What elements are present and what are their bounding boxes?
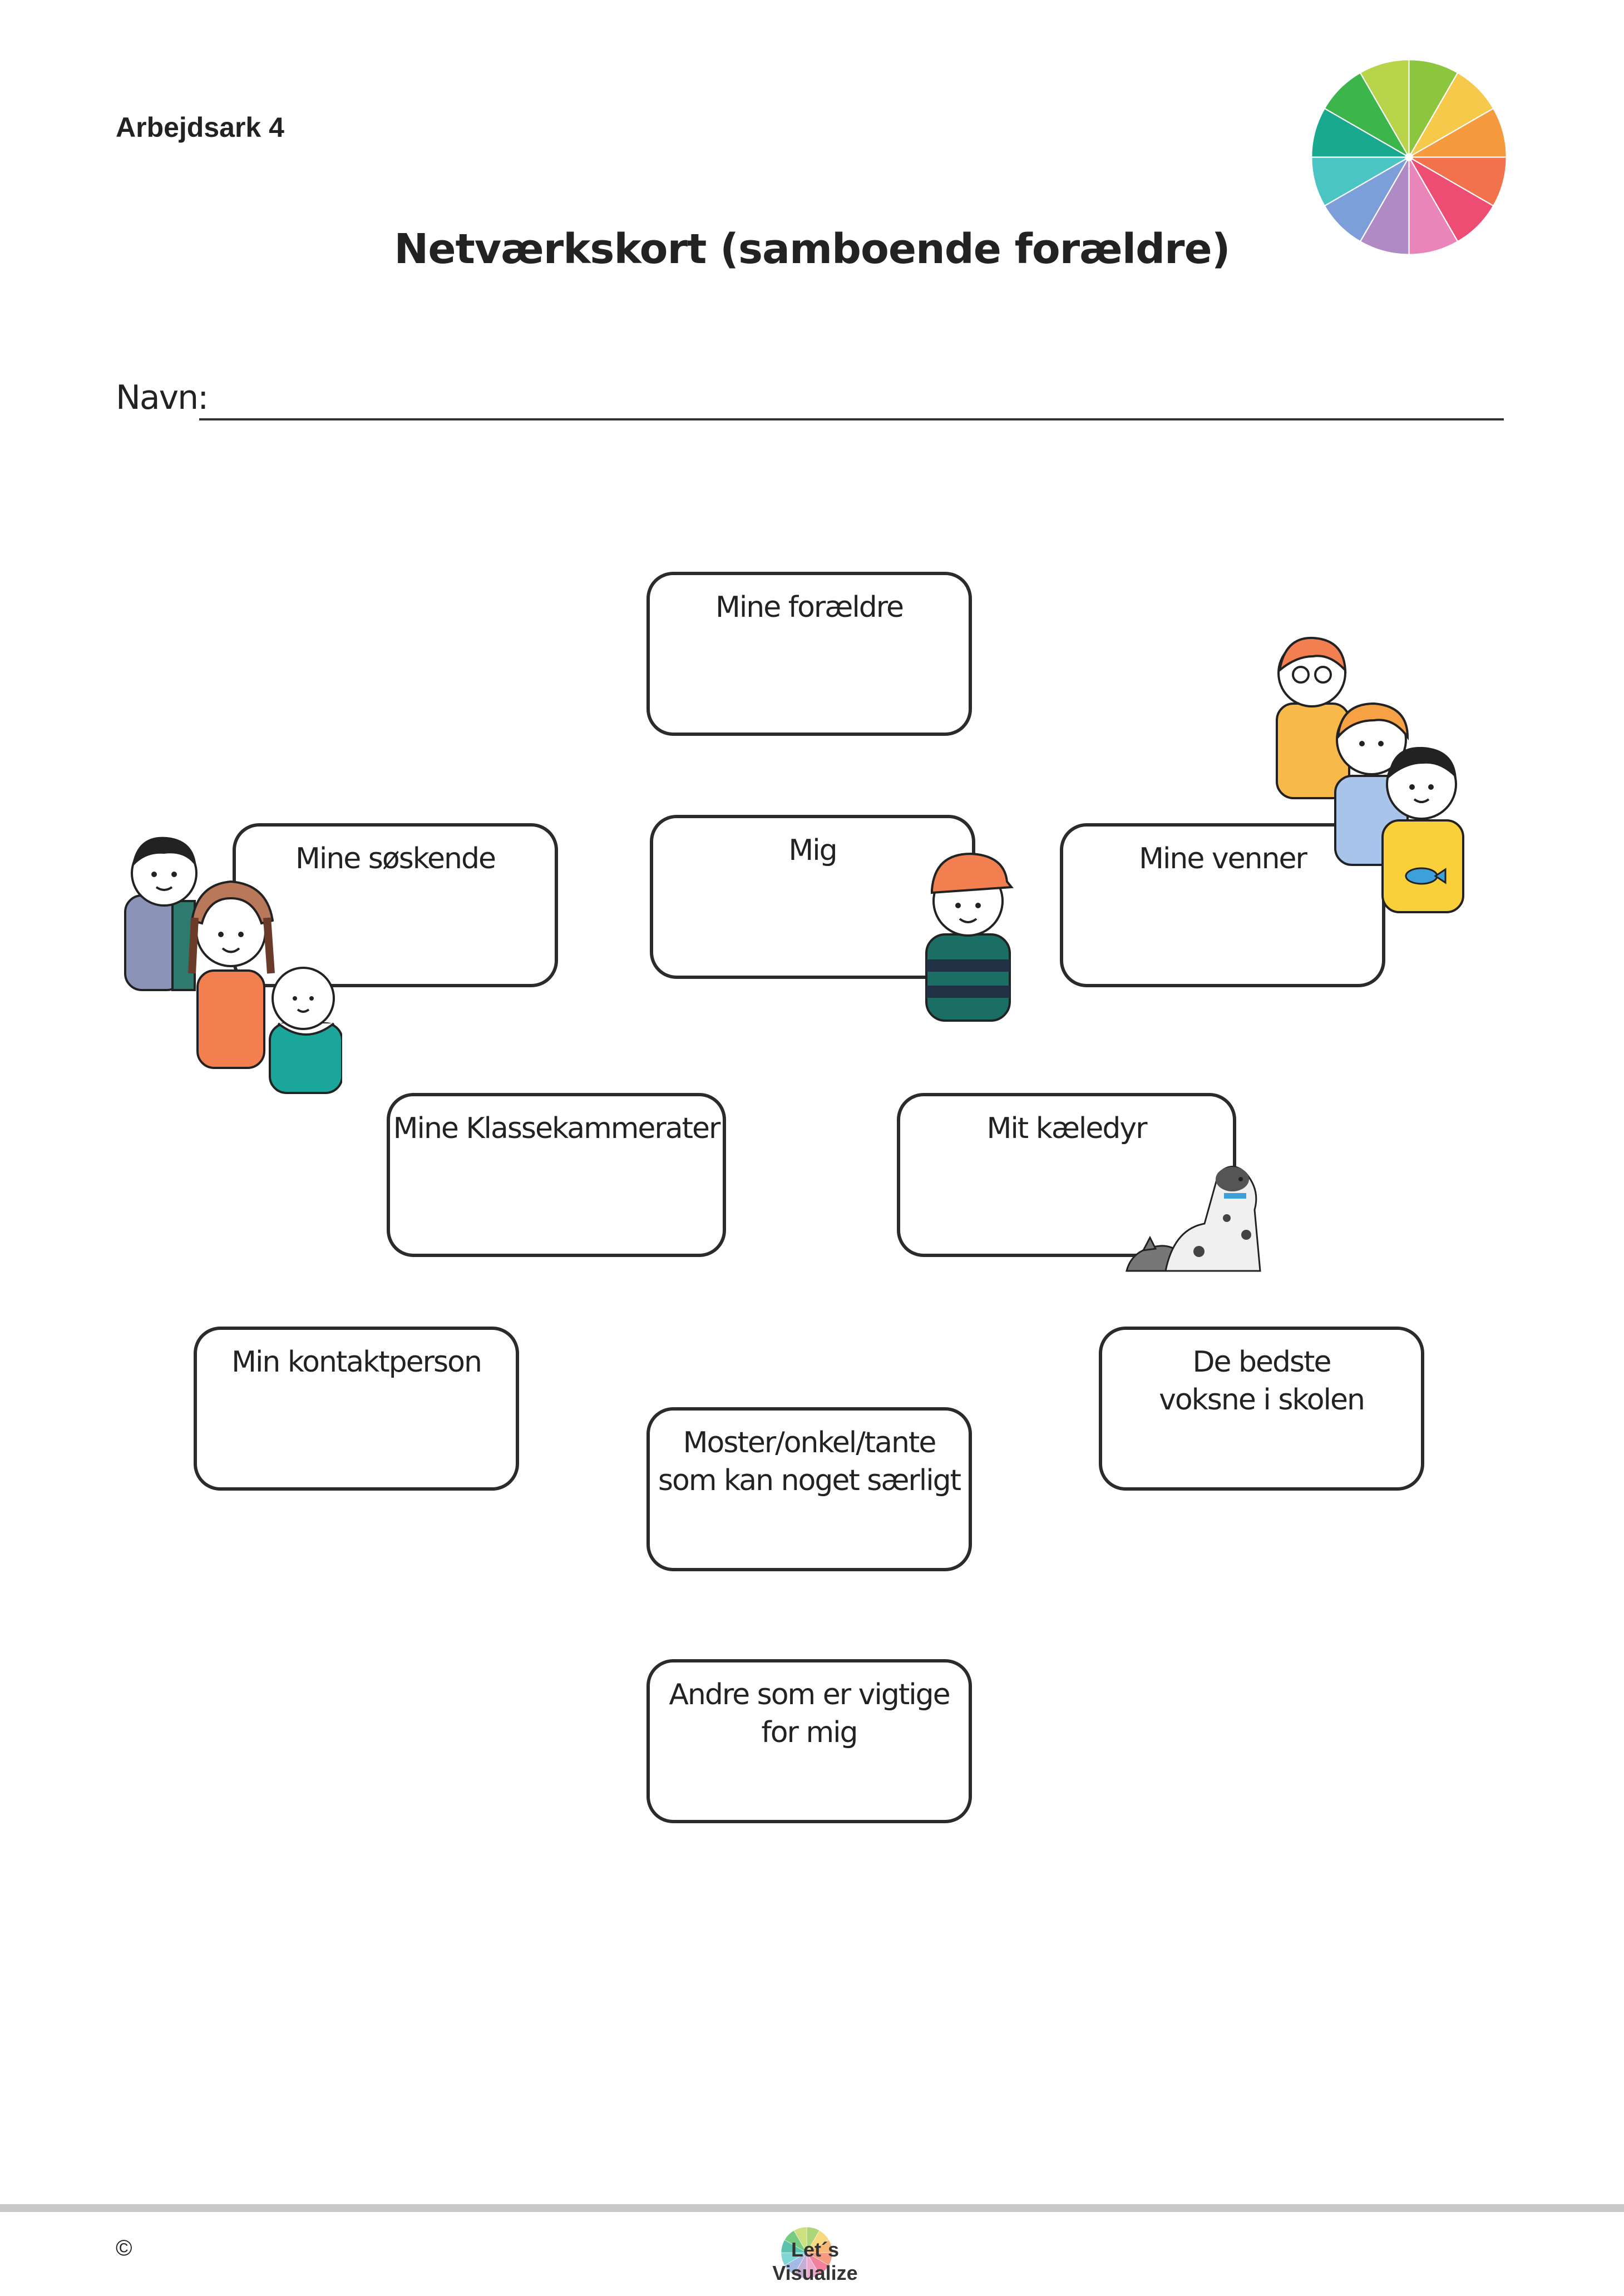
box-parents-label: Mine forældre bbox=[650, 588, 969, 626]
me-boy-illustration bbox=[912, 840, 1024, 1023]
box-classmates[interactable]: Mine Klassekammerater bbox=[387, 1093, 726, 1257]
name-label: Navn: bbox=[116, 378, 208, 417]
box-contact-person[interactable]: Min kontaktperson bbox=[194, 1327, 519, 1491]
box-parents[interactable]: Mine forældre bbox=[646, 572, 972, 736]
page-title: Netværkskort (samboende forældre) bbox=[0, 225, 1624, 273]
box-contact-person-label: Min kontaktperson bbox=[197, 1343, 516, 1381]
box-pet-label: Mit kæledyr bbox=[900, 1110, 1233, 1147]
box-best-adults-label: De bedste voksne i skolen bbox=[1102, 1343, 1421, 1419]
box-relatives-label: Moster/onkel/tante som kan noget særligt bbox=[650, 1424, 969, 1500]
copyright-symbol: © bbox=[116, 2236, 132, 2261]
friends-illustration bbox=[1268, 626, 1469, 915]
box-best-adults[interactable]: De bedste voksne i skolen bbox=[1099, 1327, 1424, 1491]
box-classmates-label: Mine Klassekammerater bbox=[390, 1110, 723, 1147]
siblings-illustration bbox=[120, 812, 342, 1096]
name-input-line[interactable] bbox=[199, 418, 1504, 420]
box-others-label: Andre som er vigtige for mig bbox=[650, 1676, 969, 1751]
footer-divider bbox=[0, 2204, 1624, 2212]
box-relatives[interactable]: Moster/onkel/tante som kan noget særligt bbox=[646, 1407, 972, 1571]
footer-logo-text: Let´s Visualize bbox=[748, 2238, 882, 2285]
pet-dog-cat-illustration bbox=[1121, 1157, 1266, 1274]
box-others[interactable]: Andre som er vigtige for mig bbox=[646, 1659, 972, 1823]
worksheet-number: Arbejdsark 4 bbox=[116, 111, 284, 144]
